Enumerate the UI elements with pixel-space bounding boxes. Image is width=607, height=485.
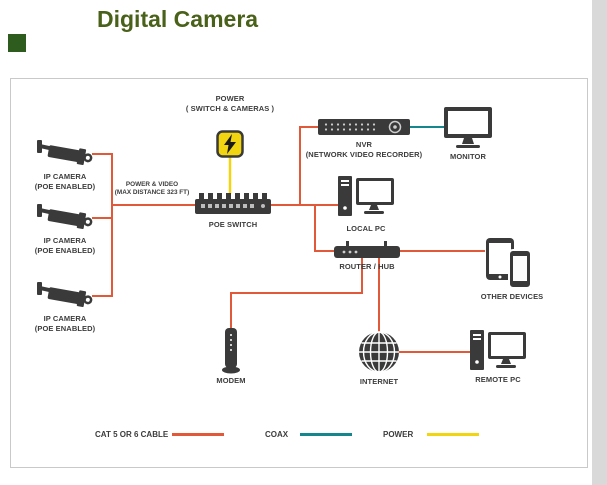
ip-camera-2-icon xyxy=(37,204,93,230)
other-devices-label: OTHER DEVICES xyxy=(480,292,544,301)
cable-distance-note-line1: POWER & VIDEO xyxy=(125,181,179,188)
monitor-icon xyxy=(444,107,492,148)
nvr-icon xyxy=(318,119,410,135)
legend-cat5-swatch xyxy=(172,433,224,436)
poe-switch-label: POE SWITCH xyxy=(208,220,258,229)
nvr-label-line2: (NETWORK VIDEO RECORDER) xyxy=(305,149,423,159)
internet-label: INTERNET xyxy=(359,377,399,386)
remote-pc-icon xyxy=(470,330,526,370)
local-pc-icon xyxy=(338,176,394,216)
poe-switch-icon xyxy=(195,193,271,214)
power-supply-icon xyxy=(216,130,244,158)
window-edge-strip xyxy=(592,0,607,485)
monitor-label: MONITOR xyxy=(450,152,486,161)
power-supply-label: POWER ( SWITCH & CAMERAS ) xyxy=(170,94,290,114)
ip-camera-1-label-line1: IP CAMERA xyxy=(43,172,87,181)
ip-camera-3-icon xyxy=(37,282,93,308)
internet-globe-icon xyxy=(359,331,399,373)
modem-label: MODEM xyxy=(216,376,246,385)
ip-camera-2-label-line1: IP CAMERA xyxy=(43,236,87,245)
local-pc-label: LOCAL PC xyxy=(346,224,386,233)
modem-icon xyxy=(222,328,240,374)
router-label: ROUTER / HUB xyxy=(339,262,395,271)
legend-coax-label: COAX xyxy=(265,430,289,439)
ip-camera-1-label-line2: (POE ENABLED) xyxy=(34,181,96,191)
power-supply-label-line2: ( SWITCH & CAMERAS ) xyxy=(185,103,275,113)
router-icon xyxy=(334,241,400,258)
legend-coax-swatch xyxy=(300,433,352,436)
page-title: Digital Camera xyxy=(97,6,259,32)
ip-camera-3-label-line2: (POE ENABLED) xyxy=(34,323,96,333)
power-supply-label-line1: POWER xyxy=(215,94,245,103)
legend-power-swatch xyxy=(427,433,479,436)
ip-camera-1-label: IP CAMERA (POE ENABLED) xyxy=(15,172,115,192)
cable-distance-note: POWER & VIDEO (MAX DISTANCE 323 FT) xyxy=(108,181,196,198)
ip-camera-2-label-line2: (POE ENABLED) xyxy=(34,245,96,255)
ip-camera-1-icon xyxy=(37,140,93,166)
other-devices-icon xyxy=(486,238,532,289)
cable-distance-note-line2: (MAX DISTANCE 323 FT) xyxy=(114,189,190,197)
accent-square xyxy=(8,34,26,52)
nvr-label-line1: NVR xyxy=(355,140,373,149)
remote-pc-label: REMOTE PC xyxy=(475,375,521,384)
nvr-label: NVR (NETWORK VIDEO RECORDER) xyxy=(294,140,434,160)
legend-power-label: POWER xyxy=(383,430,414,439)
ip-camera-2-label: IP CAMERA (POE ENABLED) xyxy=(15,236,115,256)
ip-camera-3-label: IP CAMERA (POE ENABLED) xyxy=(15,314,115,334)
ip-camera-3-label-line1: IP CAMERA xyxy=(43,314,87,323)
legend-cat5-label: CAT 5 OR 6 CABLE xyxy=(95,430,169,439)
